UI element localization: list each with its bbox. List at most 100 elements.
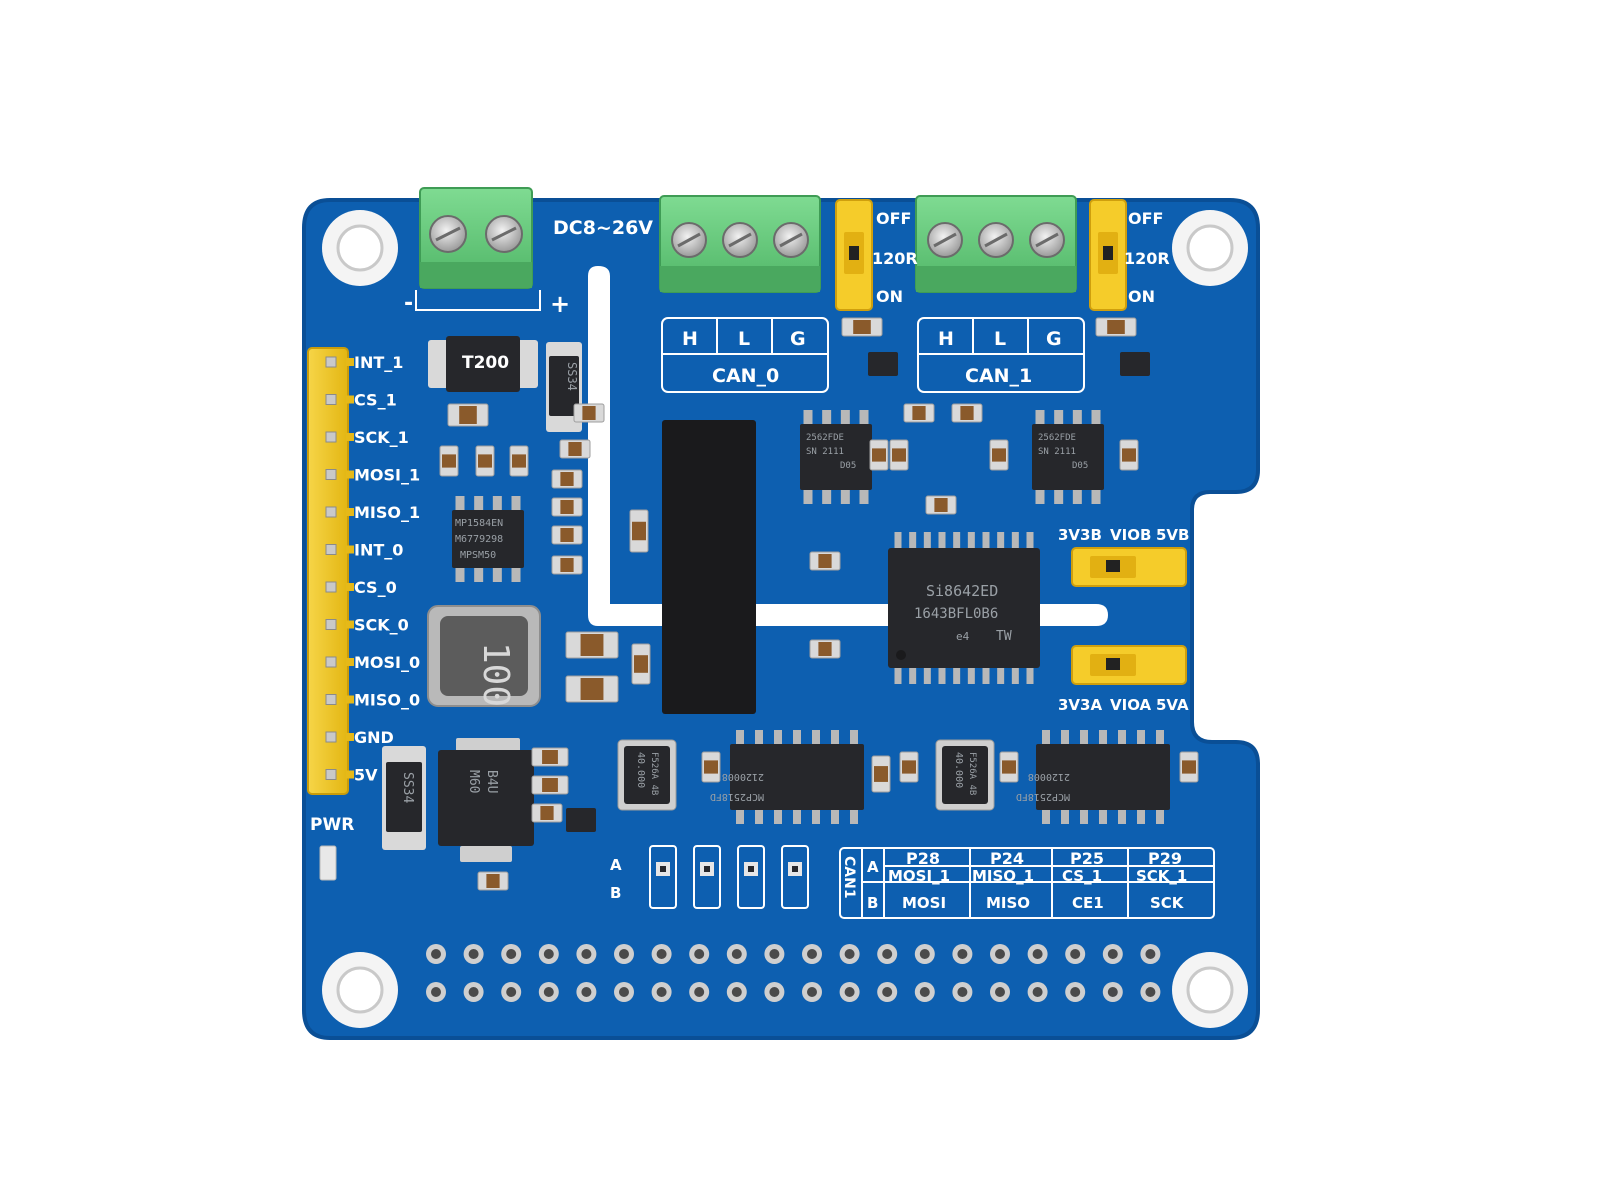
table-b-sck: SCK (1150, 894, 1185, 912)
gpio-hole (468, 949, 479, 959)
vioa-jumper[interactable] (1071, 645, 1187, 685)
table-header-p24: P24 (990, 849, 1024, 868)
gpio-hole (1107, 949, 1118, 959)
chip-leg (1011, 532, 1019, 548)
header-pin (325, 619, 337, 630)
mp1584-line2: M6779298 (455, 534, 503, 545)
chip-leg (1080, 730, 1088, 744)
power-minus-label: - (404, 291, 413, 316)
solder-jumper (693, 845, 721, 909)
gpio-hole (1070, 987, 1081, 997)
viob-mid-label: VIOB (1110, 526, 1151, 544)
gpio-header (426, 944, 1161, 1002)
chip-leg (923, 532, 931, 548)
gpio-hole (731, 949, 742, 959)
gpio-hole (844, 949, 855, 959)
can0-termination-jumper[interactable] (835, 199, 873, 311)
chip-leg (474, 496, 484, 510)
solder-jumper-a-label: A (610, 856, 622, 874)
passive-body (540, 806, 554, 820)
passive-body (486, 874, 500, 888)
gpio-hole (769, 987, 780, 997)
chip-leg (822, 410, 832, 424)
chip-leg (1099, 810, 1107, 824)
crystal-a (617, 739, 677, 811)
vioa-left-label: 3V3A (1058, 696, 1102, 714)
gpio-hole (769, 949, 780, 959)
can1-silk-box (917, 317, 1085, 393)
can1-jumper-120r: 120R (1124, 249, 1170, 268)
mp1584-line3: MPSM50 (460, 550, 496, 561)
header-pin-tab (346, 395, 354, 404)
header-pin-tab (346, 358, 354, 366)
chip-leg (840, 410, 850, 424)
header-pin-label: MOSI_0 (354, 653, 420, 672)
chip-leg (774, 730, 782, 744)
mcp2518-b-line2: 2120008 (1028, 771, 1070, 782)
pin-header (307, 347, 349, 795)
gpio-hole (844, 987, 855, 997)
isolated-dcdc-module (662, 420, 756, 714)
chip-leg (1011, 668, 1019, 684)
gpio-hole (957, 949, 968, 959)
gpio-hole (919, 987, 930, 997)
chip-leg (1118, 730, 1126, 744)
passive-body (560, 472, 574, 486)
chip-leg (1156, 810, 1164, 824)
chip-leg (859, 410, 869, 424)
transceiver-b-line3: D05 (1072, 461, 1088, 471)
passive-body (632, 521, 646, 541)
chip-leg (1156, 730, 1164, 744)
pwr-label: PWR (310, 815, 354, 835)
gpio-hole (995, 987, 1005, 997)
passive-components (439, 317, 1199, 891)
passive-body (1107, 320, 1125, 334)
table-a-cs1: CS_1 (1062, 867, 1102, 885)
header-pin-tab (346, 583, 354, 591)
passive-body (568, 442, 582, 456)
chip-leg (1072, 410, 1082, 424)
crystal-a-line2: F526A 4B (649, 752, 659, 795)
chip-leg (1072, 490, 1082, 504)
passive-body (704, 760, 718, 774)
header-pin-label: MOSI_1 (354, 466, 420, 485)
passive-body (634, 655, 648, 673)
chip-leg (812, 730, 820, 744)
passive-body (542, 750, 558, 764)
chip-leg (736, 730, 744, 744)
chip-leg (1080, 810, 1088, 824)
chip-leg (1054, 410, 1064, 424)
mcp2518-a-line1: MCP2518FD (710, 791, 764, 802)
chip-leg (938, 668, 946, 684)
mounting-hole-icon (322, 210, 398, 286)
transceiver-b-line1: 2562FDE (1038, 433, 1076, 443)
viob-jumper[interactable] (1071, 547, 1187, 587)
chip-leg (774, 810, 782, 824)
chip-leg (923, 668, 931, 684)
chip-leg (736, 810, 744, 824)
chip-leg (1042, 730, 1050, 744)
gpio-hole (1145, 949, 1156, 959)
power-plus-label: + (550, 290, 570, 318)
chip-leg (803, 410, 813, 424)
gpio-hole (431, 949, 441, 959)
table-row-a-label: A (867, 858, 879, 876)
chip-leg (803, 490, 813, 504)
can1-termination-jumper[interactable] (1089, 199, 1127, 311)
passive-body (934, 498, 948, 512)
can1-pin-g: G (1046, 328, 1062, 350)
can0-jumper-off: OFF (876, 209, 911, 228)
mcp2518-a (730, 744, 864, 810)
chip-leg (1035, 490, 1045, 504)
can1-jumper-on: ON (1128, 287, 1155, 306)
mp1584-regulator (452, 510, 524, 568)
header-pin-label: INT_0 (354, 541, 403, 560)
chip-leg (982, 532, 990, 548)
table-b-miso: MISO (986, 894, 1030, 912)
table-row-b-label: B (867, 894, 878, 912)
header-label-group: INT_1CS_1SCK_1MOSI_1MISO_1INT_0CS_0SCK_0… (354, 353, 420, 785)
mounting-hole-icon (1172, 952, 1248, 1028)
gpio-hole (543, 987, 554, 997)
mp1584-line1: MP1584EN (455, 518, 503, 529)
header-pin-tab (346, 508, 354, 516)
